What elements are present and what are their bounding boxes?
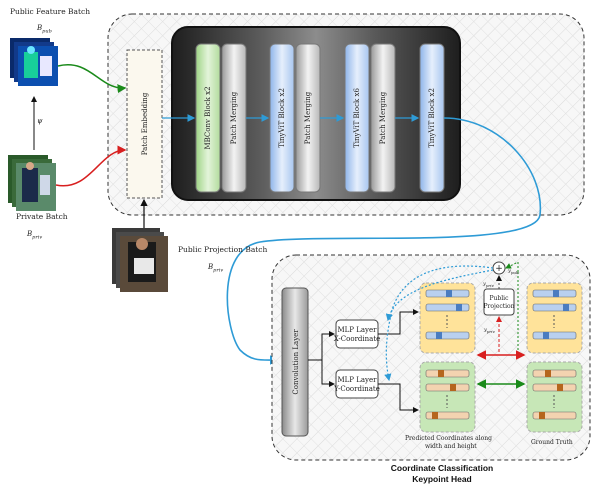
public-feature-arrow xyxy=(57,63,127,94)
public-projection-box xyxy=(483,288,515,316)
y-priv-mid-label: ypriv xyxy=(484,327,495,334)
patch-embedding-label: Patch Embedding xyxy=(141,92,149,155)
y-priv-top-label: ypriv xyxy=(483,281,494,288)
head-title-line2: Keypoint Head xyxy=(412,474,472,484)
public-projection-images xyxy=(112,228,168,292)
public-projection-line2: Projection xyxy=(483,303,514,310)
tinyvit-block-1 xyxy=(269,43,295,193)
ground-truth-y-bars xyxy=(532,369,577,420)
b-priv-label: Bpriv xyxy=(27,230,43,241)
sum-node-symbol: + xyxy=(495,264,503,274)
mlp-y-line1: MLP Layer xyxy=(337,376,377,384)
mlp-x-line1: MLP Layer xyxy=(337,326,377,334)
backbone-to-head-arrow xyxy=(226,117,542,365)
psi-label: ψ xyxy=(37,117,43,125)
patch-embedding-block xyxy=(126,49,163,199)
public-feature-images xyxy=(10,38,58,86)
public-projection-batch-label: Public Projection Batch xyxy=(178,245,268,254)
patch-merging-label-2: Patch Merging xyxy=(304,91,312,144)
mlp-x-box xyxy=(335,319,379,349)
tinyvit-label-1: TinyViT Block x2 xyxy=(278,88,286,148)
y-pub-label: ypub xyxy=(508,268,519,275)
mbconv-label: MBConv Block x2 xyxy=(204,86,212,149)
private-images xyxy=(8,155,56,211)
tinyvit-block-2 xyxy=(344,43,370,193)
head-title-line1: Coordinate Classification xyxy=(390,463,494,473)
predicted-x-bars xyxy=(425,289,470,340)
predicted-caption-line1: Predicted Coordinates along xyxy=(405,435,492,442)
mlp-y-line2: Y-Coordinate xyxy=(333,385,380,393)
mlp-y-box xyxy=(335,369,379,399)
b-priv-projection-label: Bpriv xyxy=(208,263,224,274)
tinyvit-label-2: TinyViT Block x6 xyxy=(353,88,361,148)
tinyvit-label-3: TinyViT Block x2 xyxy=(428,88,436,148)
mlp-x-line2: X-Coordinate xyxy=(334,335,381,343)
public-projection-line1: Public xyxy=(490,295,510,302)
convolution-layer-label: Convolution Layer xyxy=(292,329,300,395)
patch-merging-label-3: Patch Merging xyxy=(379,91,387,144)
convolution-layer xyxy=(281,287,309,437)
sum-feedback-blue xyxy=(384,265,494,382)
ground-truth-x-bars xyxy=(532,289,577,340)
private-arrow xyxy=(55,145,127,187)
patch-merging-label-1: Patch Merging xyxy=(230,91,238,144)
ground-truth-label: Ground Truth xyxy=(531,439,573,446)
b-pub-label: Bpub xyxy=(37,24,52,35)
public-feature-batch-label: Public Feature Batch xyxy=(10,7,91,16)
predicted-y-bars xyxy=(425,369,470,420)
predicted-caption-line2: width and height xyxy=(425,443,477,450)
mbconv-block xyxy=(195,43,221,193)
private-batch-label: Private Batch xyxy=(16,212,68,221)
